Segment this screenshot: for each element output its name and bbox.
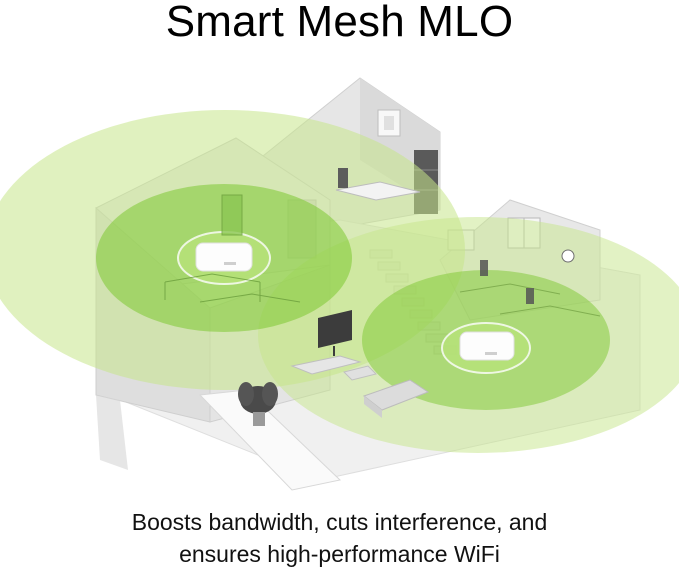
left-room-furniture	[164, 194, 301, 303]
router-icon	[195, 242, 253, 272]
back-room-desk	[335, 168, 421, 201]
caption-line-1: Boosts bandwidth, cuts interference, and	[131, 509, 548, 535]
garden-path	[198, 389, 342, 491]
caption-line-2: ensures high-performance WiFi	[179, 541, 500, 567]
plant-icon	[238, 382, 278, 426]
right-room-furniture	[459, 260, 601, 317]
router-icon	[459, 331, 515, 361]
sofa-icon	[343, 365, 430, 418]
page-title: Smart Mesh MLO	[165, 0, 514, 46]
wall-shadow	[96, 395, 128, 470]
ceiling-lamp-icon	[561, 249, 575, 263]
tv-icon	[290, 310, 362, 375]
caption: Boosts bandwidth, cuts interference, and…	[0, 506, 679, 570]
mesh-house-illustration	[0, 77, 679, 491]
